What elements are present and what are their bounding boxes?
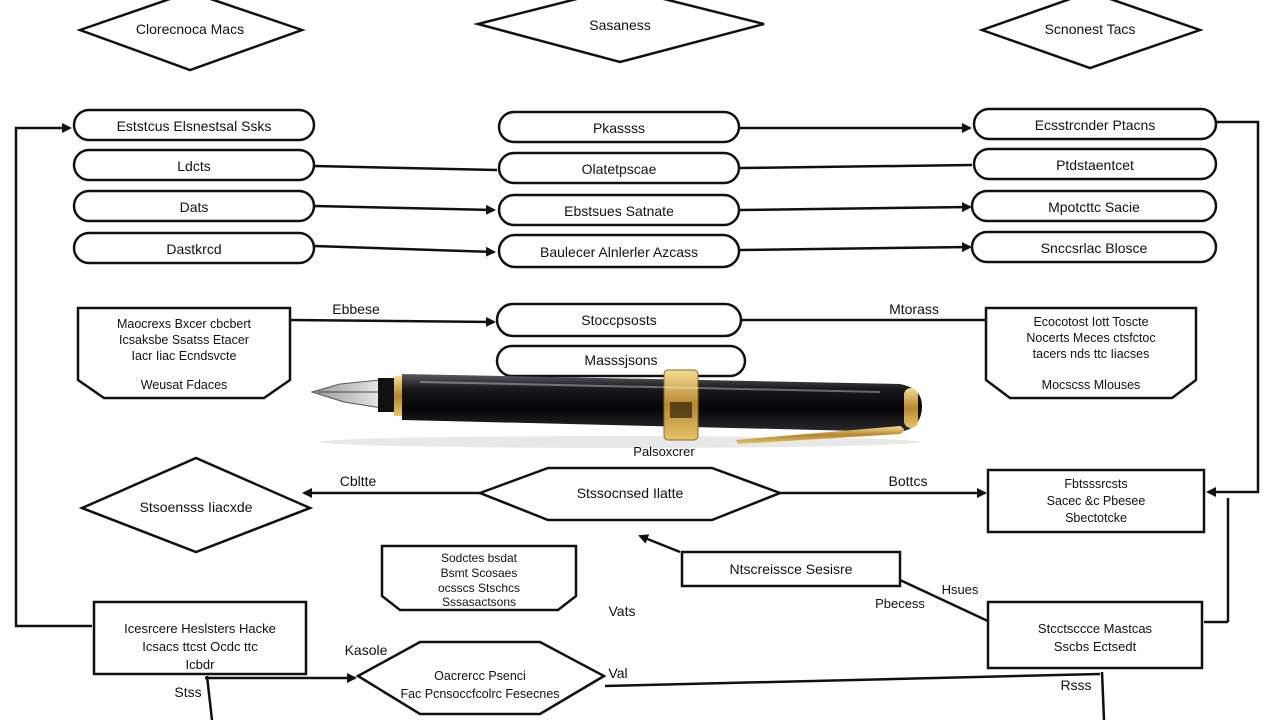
connector-center-to-right-4 xyxy=(739,242,972,253)
right-pill-2-label: Ptdstaentcet xyxy=(1056,157,1134,173)
label-mtorass: Mtorass xyxy=(889,301,939,317)
label-kasole: Kasole xyxy=(345,642,388,658)
right-pill-4-label: Snccsrlac Blosce xyxy=(1041,240,1148,256)
connector-right-loop xyxy=(1206,120,1260,497)
bottom-right-box-line-1: Stcctsccce Mastcas xyxy=(1038,621,1153,636)
right-pill-1-label: Ecsstrcnder Ptacns xyxy=(1035,117,1156,133)
top-diamond-3-label: Scnonest Tacs xyxy=(1045,21,1136,37)
bottom-right-box-line-2: Sscbs Ectsedt xyxy=(1054,639,1137,654)
left-pill-4-label: Dastkrcd xyxy=(166,241,221,257)
center-pill-4-label: Baulecer Alnlerler Azcass xyxy=(540,244,698,260)
label-rsss: Rsss xyxy=(1060,677,1091,693)
lower-right-box-line-3: Sbectotcke xyxy=(1065,511,1127,525)
center-pill-1-label: Pkassss xyxy=(593,120,645,136)
center-pill-2: Olatetpscae xyxy=(497,151,741,185)
connector-left-to-center-2 xyxy=(313,164,498,172)
label-cbltte: Cbltte xyxy=(340,473,377,489)
center-pill-1: Pkassss xyxy=(497,110,741,144)
bottom-right-box: Stcctsccce Mastcas Sscbs Ectsedt xyxy=(986,600,1204,670)
label-ebbese: Ebbese xyxy=(332,301,380,317)
mid-center-pill-2-label: Masssjsons xyxy=(584,352,657,368)
left-pill-2-label: Ldcts xyxy=(177,158,210,174)
lower-right-box-line-1: Fbtsssrcsts xyxy=(1064,477,1127,491)
mid-left-box-line-2: Icsaksbe Ssatss Etacer xyxy=(119,333,249,347)
mid-left-box-line-1: Maocrexs Bxcer cbcbert xyxy=(117,317,252,331)
right-pill-2: Ptdstaentcet xyxy=(972,147,1218,181)
bottom-hexagon: Oacrercc Psenci Fac Pcnsoccfcolrc Fesecn… xyxy=(355,640,607,716)
bottom-hexagon-line-1: Oacrercc Psenci xyxy=(434,669,526,683)
top-diamond-2: Sasaness xyxy=(473,0,765,64)
right-pill-4: Snccsrlac Blosce xyxy=(970,230,1218,264)
right-pill-3-label: Mpotcttc Sacie xyxy=(1048,199,1140,215)
bottom-hexagon-line-2: Fac Pcnsoccfcolrc Fesecnes xyxy=(400,687,559,701)
top-diamond-3: Scnonest Tacs xyxy=(978,0,1204,70)
top-diamond-1-label: Clorecnoca Macs xyxy=(136,21,244,37)
connector-midbox-to-pill xyxy=(289,316,496,327)
top-diamond-2-label: Sasaness xyxy=(589,17,650,33)
bottom-left-box-line-1: Icesrcere Heslsters Hacke xyxy=(124,621,276,636)
connector-left-to-center-3 xyxy=(313,204,496,215)
mid-right-box-line-3: tacers nds ttc Iiacses xyxy=(1033,347,1150,361)
lower-left-diamond: Stsoensss Iiacxde xyxy=(78,456,314,554)
left-pill-1-label: Eststcus Elsnestsal Ssks xyxy=(117,118,272,134)
connector-hex-to-bottom-right xyxy=(604,672,1101,688)
lower-small-box-line-3: ocsscs Stschcs xyxy=(438,581,520,595)
lower-right-box-line-2: Sacec &c Pbesee xyxy=(1047,494,1146,508)
center-pill-4: Baulecer Alnlerler Azcass xyxy=(497,233,741,269)
mid-left-box: Maocrexs Bxcer cbcbert Icsaksbe Ssatss E… xyxy=(76,306,292,400)
lower-center-hexagon-label: Stssocnsed Ilatte xyxy=(577,485,684,501)
connectors xyxy=(14,120,1260,720)
left-pill-2: Ldcts xyxy=(72,148,316,182)
label-stss: Stss xyxy=(174,684,201,700)
center-pill-3-label: Ebstsues Satnate xyxy=(564,203,674,219)
left-pill-3-label: Dats xyxy=(180,199,209,215)
right-pill-1: Ecsstrcnder Ptacns xyxy=(972,107,1218,141)
label-val: Val xyxy=(608,665,627,681)
connector-bottom-right-down xyxy=(1100,671,1106,720)
connector-center-to-right-2 xyxy=(739,163,973,170)
lower-small-box-line-2: Bsmt Scosaes xyxy=(441,566,518,580)
mid-right-box-line-1: Ecocotost Iott Toscte xyxy=(1033,315,1148,329)
fountain-pen-icon xyxy=(310,369,922,448)
connector-center-to-right-3 xyxy=(739,202,972,213)
lower-left-diamond-label: Stsoensss Iiacxde xyxy=(140,499,253,515)
lower-small-box-line-4: Sssasactsons xyxy=(442,595,516,609)
mid-left-box-line-4: Weusat Fdaces xyxy=(141,378,228,392)
connector-bottom-left-down xyxy=(205,675,214,720)
top-diamond-1: Clorecnoca Macs xyxy=(76,0,306,72)
center-pill-3: Ebstsues Satnate xyxy=(497,193,741,227)
mid-left-box-line-3: Iacr Iiac Ecndsvcte xyxy=(132,349,237,363)
label-vats: Vats xyxy=(609,603,636,619)
mid-right-box-line-4: Mocscss Mlouses xyxy=(1042,378,1141,392)
connector-left-to-center-4 xyxy=(313,244,496,257)
left-pill-3: Dats xyxy=(72,189,316,223)
connector-midbox-to-bottombox xyxy=(899,578,991,624)
lower-small-box-line-1: Sodctes bsdat xyxy=(441,551,518,565)
mid-right-box-line-2: Nocerts Meces ctsfctoc xyxy=(1026,331,1155,345)
lower-mid-box: Ntscreissce Sesisre xyxy=(680,550,902,588)
lower-right-box: Fbtsssrcsts Sacec &c Pbesee Sbectotcke xyxy=(986,468,1206,534)
lower-small-box: Sodctes bsdat Bsmt Scosaes ocsscs Stschc… xyxy=(380,544,578,612)
lower-center-hexagon: Stssocnsed Ilatte xyxy=(476,466,784,522)
pen-caption: Palsoxcrer xyxy=(633,444,695,459)
connector-hex-to-midbox xyxy=(638,534,681,554)
bottom-left-box: Icesrcere Heslsters Hacke Icsacs ttcst O… xyxy=(92,600,308,676)
mid-right-box: Ecocotost Iott Toscte Nocerts Meces ctsf… xyxy=(984,306,1198,400)
mid-center-pill-label: Stoccpsosts xyxy=(581,312,656,328)
left-pill-4: Dastkrcd xyxy=(72,231,316,265)
mid-center-pill: Stoccpsosts xyxy=(495,302,743,338)
bottom-left-box-line-3: Icbdr xyxy=(186,657,216,672)
label-bottcs: Bottcs xyxy=(889,473,928,489)
left-pill-1: Eststcus Elsnestsal Ssks xyxy=(72,108,316,142)
connector-left-loop xyxy=(14,123,92,628)
center-pill-2-label: Olatetpscae xyxy=(582,161,657,177)
bottom-left-box-line-2: Icsacs ttcst Ocdc ttc xyxy=(142,639,258,654)
mid-center-pill-2: Masssjsons xyxy=(495,344,747,378)
label-hsues: Hsues xyxy=(942,582,979,597)
lower-mid-box-label: Ntscreissce Sesisre xyxy=(730,561,853,577)
label-pbecess: Pbecess xyxy=(875,596,925,611)
right-pill-3: Mpotcttc Sacie xyxy=(970,189,1218,223)
